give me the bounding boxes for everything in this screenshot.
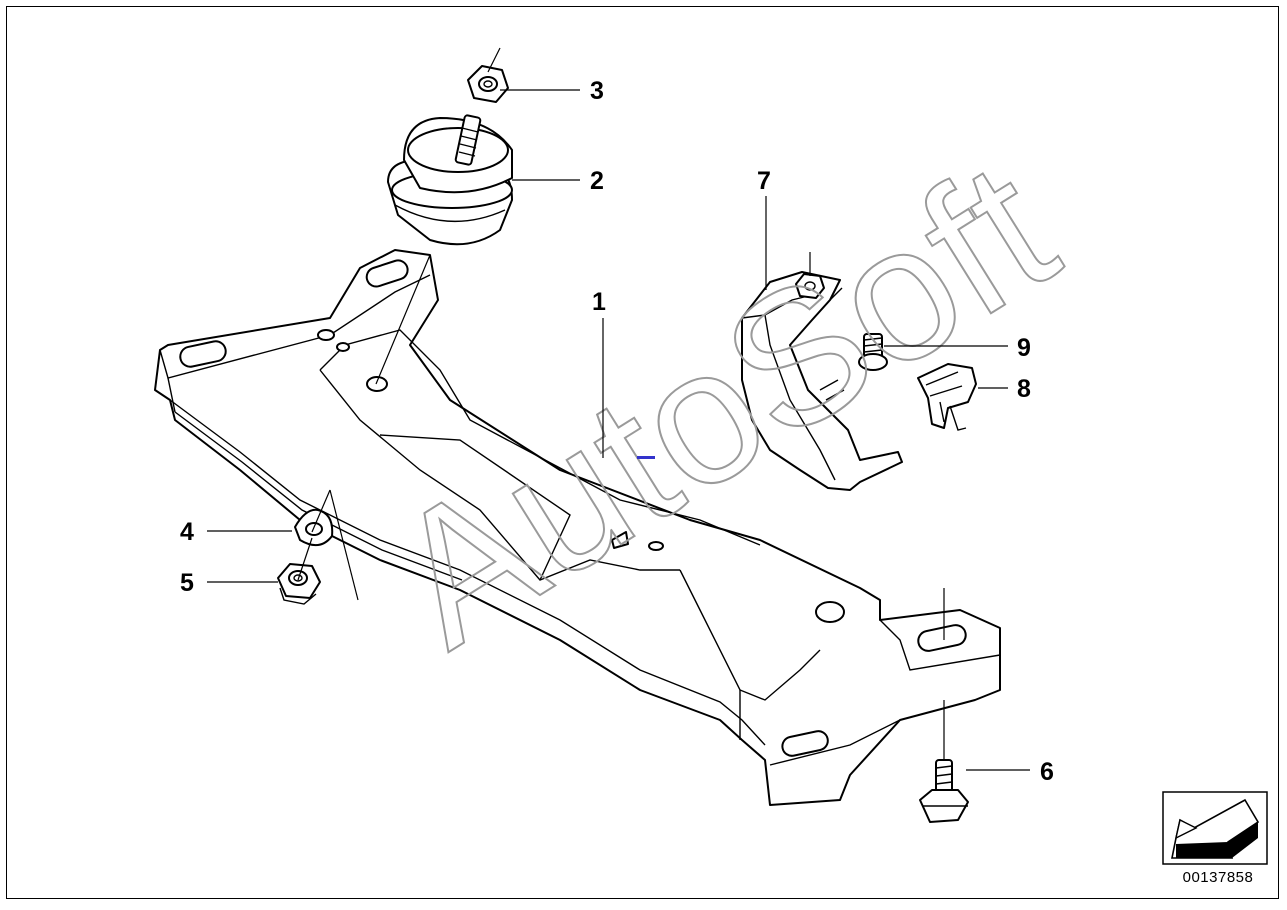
- label-3: 3: [590, 77, 604, 105]
- label-2: 2: [590, 167, 604, 195]
- leader-lines: [207, 47, 1030, 771]
- heat-shield-part-7: [741, 271, 903, 491]
- center-mark: [637, 456, 655, 459]
- nut-part-5: [277, 563, 321, 605]
- label-5: 5: [180, 569, 194, 597]
- label-6: 6: [1040, 758, 1054, 786]
- drawing-frame: [6, 6, 1279, 899]
- label-4: 4: [180, 518, 194, 546]
- document-number: 00137858: [1182, 869, 1254, 886]
- rubber-mount-part: [387, 114, 513, 246]
- clip-part-8: [917, 363, 977, 431]
- label-9: 9: [1017, 334, 1031, 362]
- label-7: 7: [757, 167, 771, 195]
- nut-part-3: [467, 65, 509, 103]
- label-8: 8: [1017, 375, 1031, 403]
- back-arrow-icon[interactable]: [1162, 791, 1268, 865]
- crossmember-part: [154, 249, 1001, 806]
- label-1: 1: [592, 288, 606, 316]
- screw-part-9: [858, 333, 888, 371]
- bolt-part-6: [919, 759, 969, 823]
